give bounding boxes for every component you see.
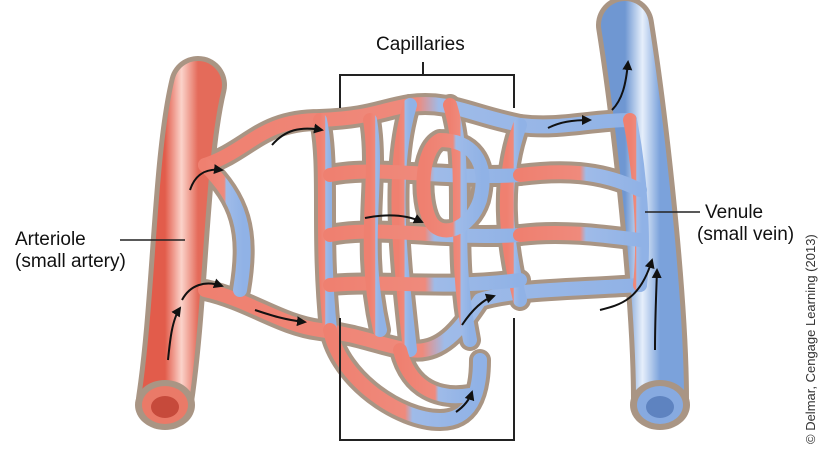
- capillaries-label: Capillaries: [376, 33, 465, 56]
- copyright-credit: © Delmar, Cengage Learning (2013): [803, 234, 818, 444]
- venule-label-line1: Venule: [705, 201, 763, 224]
- venule-label-line2: (small vein): [697, 223, 794, 246]
- arteriole-label-line1: Arteriole: [15, 228, 86, 251]
- arteriole-label-line2: (small artery): [15, 250, 126, 273]
- arteriole-vessel: [165, 85, 198, 400]
